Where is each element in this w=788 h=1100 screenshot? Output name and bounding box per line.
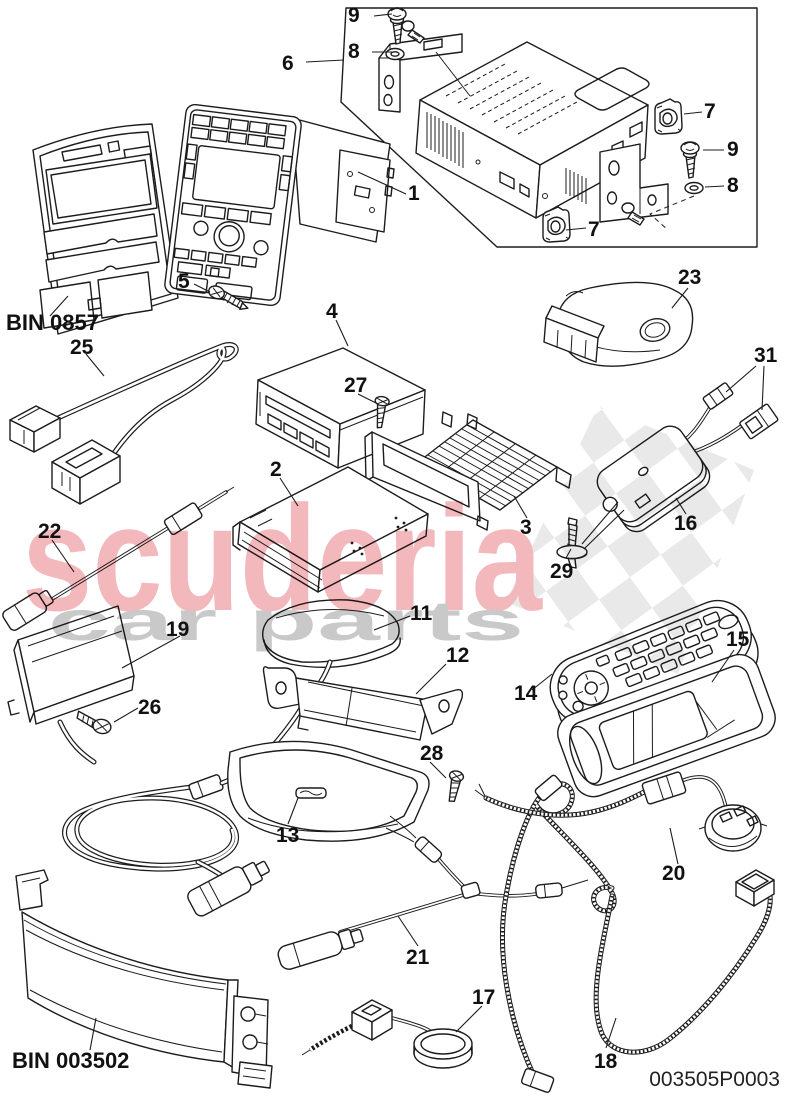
callout-4: 4: [326, 300, 338, 323]
callout-8-right: 8: [727, 174, 739, 197]
callout-7-bottom: 7: [588, 218, 600, 241]
callout-1: 1: [408, 182, 420, 205]
callout-31: 31: [754, 344, 778, 367]
screw-28: [448, 770, 465, 802]
cd-changer-unit: [415, 41, 650, 219]
wedge-bracket-19: [7, 605, 135, 725]
callout-22: 22: [38, 520, 62, 543]
callout-8-left: 8: [348, 40, 360, 63]
radio-head-unit: [164, 103, 395, 307]
callout-29: 29: [550, 560, 574, 583]
watermark-brand-text: scuderia: [22, 474, 543, 642]
bin-label-0857: BIN 0857: [6, 310, 99, 335]
y-cable-21: [277, 815, 589, 970]
bin-label-003502: BIN 003502: [12, 1048, 130, 1073]
callout-19: 19: [166, 618, 190, 641]
callout-18: 18: [594, 1050, 618, 1073]
roof-antenna-17: [301, 999, 473, 1069]
callout-23: 23: [678, 266, 702, 289]
callout-9-right: 9: [727, 138, 739, 161]
callout-12: 12: [446, 644, 470, 667]
screw-26: [76, 710, 112, 735]
callout-leader-lines: [49, 13, 765, 1051]
callout-9-left: 9: [348, 4, 360, 27]
callout-6: 6: [282, 52, 294, 75]
storage-tray-13: [227, 740, 430, 842]
coiled-cable-19: [57, 719, 270, 917]
washer-8-left: [385, 47, 405, 61]
callout-20: 20: [662, 862, 686, 885]
spring-clip-7a: [654, 98, 683, 135]
callout-2: 2: [270, 458, 282, 481]
screw-9-right: [680, 141, 700, 179]
callout-27: 27: [344, 374, 368, 397]
callout-3: 3: [520, 516, 532, 539]
screw-27: [374, 395, 390, 429]
changer-bracket-right: [599, 143, 669, 226]
antenna-cable-22: [2, 486, 235, 631]
callout-5: 5: [178, 270, 190, 293]
callout-16: 16: [674, 512, 698, 535]
assembly-dash-line: [649, 195, 695, 231]
lower-trim-bin003502: [15, 869, 273, 1089]
microphone-20: [474, 771, 768, 852]
callout-11: 11: [410, 602, 433, 625]
dash-trim-bin0857: [32, 123, 179, 335]
phone-pad-11: [261, 599, 401, 669]
callout-26: 26: [138, 696, 162, 719]
watermark-layer: scuderia car parts: [22, 406, 754, 674]
screw-5: [208, 285, 249, 311]
callout-14: 14: [514, 682, 538, 705]
inset-box-6: [340, 7, 758, 248]
drawing-code: 003505P0003: [649, 1068, 780, 1091]
callout-7-top: 7: [704, 100, 716, 123]
watermark-sub-text: car parts: [48, 589, 524, 652]
callout-25: 25: [70, 336, 94, 359]
callout-17: 17: [472, 986, 496, 1009]
callout-21: 21: [406, 946, 430, 969]
remote-holder-15: [557, 653, 776, 798]
cd-magazine-2: [232, 466, 429, 593]
mount-bracket-12: [262, 666, 464, 741]
washer-8-right: [684, 181, 704, 195]
callout-15: 15: [726, 628, 750, 651]
callout-13: 13: [276, 824, 300, 847]
antenna-module-23: [543, 281, 694, 367]
cable-25: [9, 342, 239, 505]
callout-28: 28: [420, 742, 444, 765]
checkered-flag-watermark: [506, 406, 754, 674]
spring-clip-7b: [542, 206, 571, 243]
